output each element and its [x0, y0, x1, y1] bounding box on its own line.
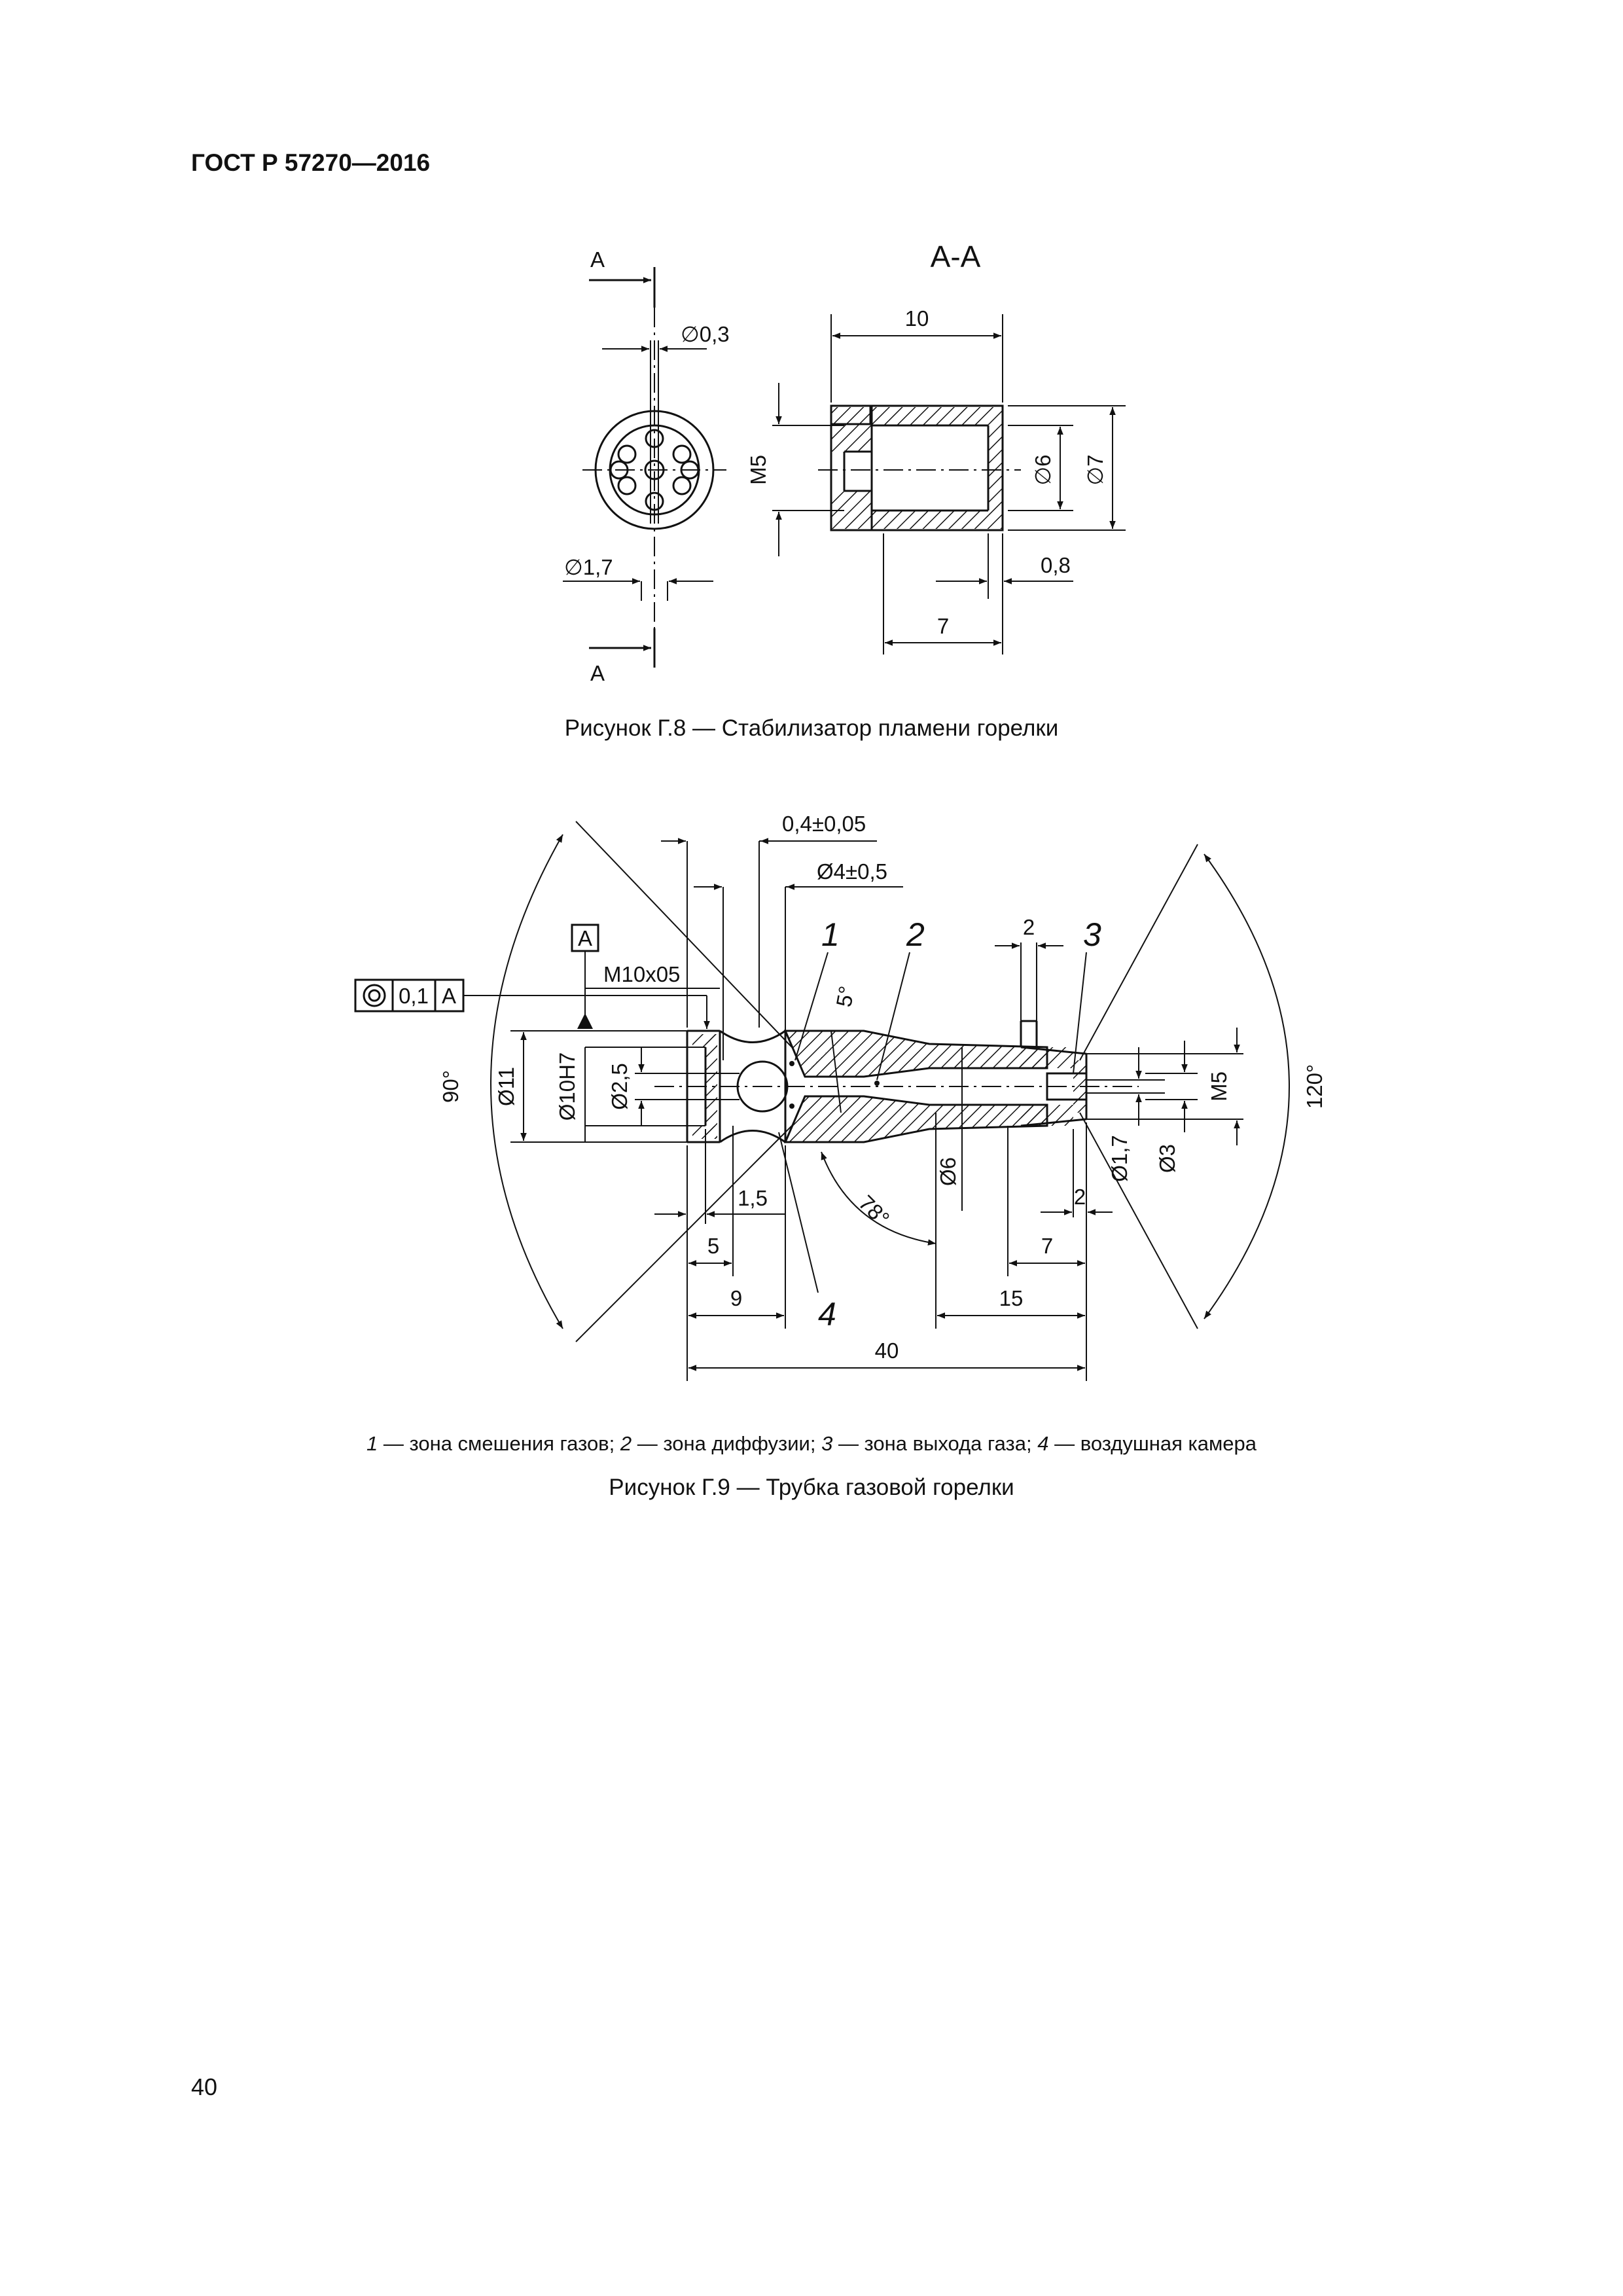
dim-dia-small: Ø2,5 [607, 1063, 632, 1110]
section-marker-top: А [589, 247, 656, 308]
dim-angle-right: 120° [1302, 1064, 1327, 1109]
stabilizer-end-view: ∅0,3 ∅1,7 [563, 308, 730, 628]
dim-len-9: 9 [730, 1286, 742, 1310]
legend-text-2: — зона диффузии; [632, 1432, 822, 1455]
legend-text-1: — зона смешения газов; [378, 1432, 620, 1455]
tolerance-datum: А [442, 984, 456, 1008]
dim-thread: М5 [746, 455, 770, 485]
page-number: 40 [191, 2073, 218, 2100]
figure-g8-caption: Рисунок Г.8 — Стабилизатор пламени горел… [564, 715, 1059, 741]
dim-thread-main: М10х05 [603, 962, 680, 986]
callout-2: 2 [906, 916, 925, 953]
section-letter-top: А [590, 247, 605, 272]
section-marker-bottom: А [589, 628, 656, 685]
stabilizer-section-view [818, 404, 1021, 531]
dim-hole-small: ∅0,3 [681, 322, 730, 346]
dim-gap: 0,4±0,05 [782, 812, 866, 836]
legend-num-2: 2 [620, 1432, 632, 1455]
dim-dia-body: Ø6 [936, 1157, 960, 1186]
section-title: А-А [931, 240, 981, 274]
dim-length-inner: 7 [937, 614, 949, 638]
concentricity-icon [363, 984, 386, 1007]
dim-2-top-group: 2 [995, 915, 1063, 1021]
dim-angle-cone: 78° [854, 1191, 894, 1230]
legend-text-4: — воздушная камера [1048, 1432, 1257, 1455]
callouts: 1 2 3 4 [778, 916, 1101, 1333]
dim-angle-left: 90° [438, 1070, 463, 1103]
callout-1: 1 [821, 916, 840, 953]
callout-3: 3 [1083, 916, 1101, 953]
dim-length-total: 10 [905, 306, 929, 331]
figure-g9: А 0,1 А 0,4±0,05 [354, 812, 1327, 1381]
dim-len-2-top: 2 [1023, 915, 1035, 939]
legend-num-3: 3 [821, 1432, 833, 1455]
dim-len-15: 15 [999, 1286, 1024, 1310]
dim-inner-dia: ∅6 [1031, 454, 1055, 485]
callout-4: 4 [818, 1296, 836, 1333]
document-header: ГОСТ Р 57270—2016 [191, 149, 431, 176]
dim-dia-outlet-bore: Ø3 [1155, 1144, 1179, 1173]
dim-bore: Ø4±0,5 [817, 859, 887, 884]
dim-len-total: 40 [875, 1338, 899, 1363]
right-dimensions: Ø6 Ø1,7 Ø3 М5 [935, 1028, 1243, 1211]
dim-len-2-bottom: 2 [1074, 1185, 1086, 1209]
dim-thread-outlet: М5 [1207, 1071, 1231, 1102]
tolerance-frame: 0,1 А [354, 978, 710, 1029]
dim-wall: 0,8 [1041, 553, 1071, 577]
figure-g9-legend: 1 — зона смешения газов; 2 — зона диффуз… [0, 1432, 1623, 1456]
tolerance-value: 0,1 [399, 984, 429, 1008]
dim-dia-outlet: Ø1,7 [1107, 1135, 1132, 1182]
datum-label: А [578, 926, 592, 950]
burner-tube [654, 1020, 1139, 1143]
dim-hole-large: ∅1,7 [564, 555, 613, 579]
dim-dia-fit: Ø10Н7 [555, 1052, 579, 1121]
datum-feature: А [571, 924, 599, 1029]
legend-num-1: 1 [366, 1432, 378, 1455]
top-dimensions: 0,4±0,05 Ø4±0,5 М10х05 [585, 812, 903, 1060]
dim-dia-outer: Ø11 [494, 1067, 518, 1106]
dim-angle-cone-small: 5° [831, 984, 859, 1009]
legend-num-4: 4 [1037, 1432, 1049, 1455]
figure-g9-caption: Рисунок Г.9 — Трубка газовой горелки [609, 1475, 1014, 1500]
dim-outer-dia: ∅7 [1083, 454, 1107, 485]
dim-len-1-5: 1,5 [738, 1186, 768, 1210]
bottom-dimensions: 1,5 5 9 2 7 15 40 [654, 1122, 1113, 1381]
dim-len-7: 7 [1041, 1234, 1053, 1258]
figure-g8: А А ∅0,3 [563, 240, 1126, 685]
section-dimensions: 10 М5 ∅6 ∅7 0,8 7 [746, 306, 1126, 655]
section-letter-bottom: А [590, 661, 605, 685]
legend-text-3: — зона выхода газа; [832, 1432, 1038, 1455]
dim-len-5: 5 [707, 1234, 719, 1258]
